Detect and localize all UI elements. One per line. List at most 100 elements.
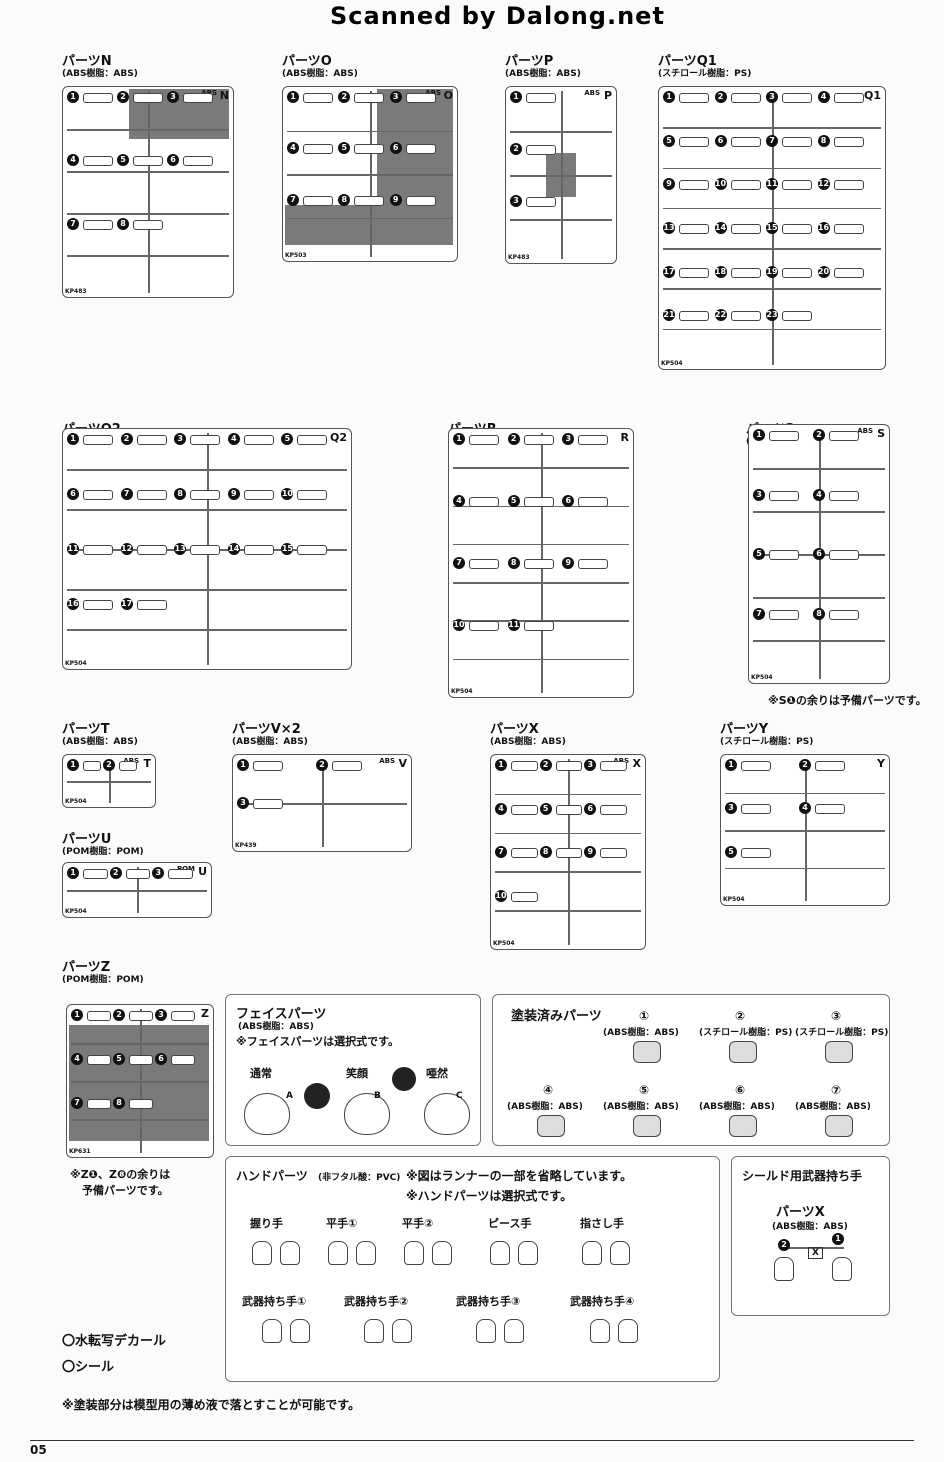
- runner-code: KP504: [493, 940, 515, 947]
- part-piece: [511, 848, 538, 858]
- painted-item-material: (ABS樹脂：ABS): [699, 1102, 775, 1112]
- hand-piece: [504, 1319, 524, 1343]
- part-piece: [730, 180, 761, 191]
- runner-u: UPOMKP504123: [62, 862, 212, 918]
- runner-letter: V: [398, 757, 407, 770]
- runner-code: KP504: [65, 908, 87, 915]
- part-piece: [829, 431, 859, 441]
- shield-panel-material: (ABS樹脂：ABS): [772, 1222, 848, 1232]
- part-material-p: (ABS樹脂：ABS): [505, 69, 581, 79]
- part-number: 2: [103, 759, 115, 771]
- part-number: 15: [766, 222, 778, 234]
- shield-part-number: 2: [778, 1239, 790, 1251]
- part-piece: [136, 545, 167, 555]
- part-number: 1: [510, 91, 522, 103]
- part-piece: [136, 490, 167, 500]
- part-number: 8: [507, 557, 520, 569]
- painted-item-piece: [729, 1115, 757, 1137]
- part-piece: [297, 435, 328, 445]
- shield-part-number: 1: [832, 1233, 844, 1245]
- part-piece: [303, 93, 333, 103]
- hand-panel-note2: ※ハンドパーツは選択式です。: [406, 1189, 573, 1203]
- hand-piece: [364, 1319, 384, 1343]
- part-material-t: (ABS樹脂：ABS): [62, 737, 138, 747]
- part-number: 10: [453, 619, 465, 631]
- part-number: 9: [227, 488, 240, 500]
- part-piece: [405, 144, 436, 155]
- s-spare-note: ※S❶の余りは予備パーツです。: [768, 694, 927, 707]
- hand-label: 平手①: [326, 1217, 358, 1230]
- hand-piece: [290, 1319, 310, 1343]
- part-number: 8: [817, 134, 830, 147]
- part-number: 6: [155, 1053, 167, 1065]
- shield-panel-part: パーツX: [776, 1205, 825, 1220]
- hand-label: 武器持ち手③: [456, 1295, 521, 1308]
- part-piece: [578, 559, 609, 569]
- part-piece: [136, 435, 167, 445]
- part-number: 4: [813, 488, 825, 501]
- part-piece: [730, 224, 761, 234]
- part-piece: [523, 621, 554, 631]
- part-material-z: (POM樹脂：POM): [62, 975, 144, 985]
- painted-item-piece: [537, 1115, 565, 1137]
- part-title-y: パーツY: [720, 722, 769, 737]
- page-rule: [30, 1440, 914, 1441]
- part-piece: [555, 848, 583, 858]
- part-number: 15: [281, 543, 294, 555]
- hand-piece: [582, 1241, 602, 1265]
- hand-piece: [280, 1241, 300, 1265]
- face-label-stunned: 唖然: [426, 1067, 448, 1080]
- hand-piece: [404, 1241, 424, 1265]
- runner-code: KP483: [508, 254, 530, 261]
- part-title-x: パーツX: [490, 722, 539, 737]
- part-number: 1: [67, 867, 79, 879]
- part-number: 7: [766, 134, 778, 147]
- painted-item-material: (ABS樹脂：ABS): [603, 1102, 679, 1112]
- face-tag-c: C: [456, 1091, 463, 1101]
- hand-piece: [518, 1241, 538, 1265]
- watermark: Scanned by Dalong.net: [330, 2, 665, 30]
- part-number: 3: [167, 91, 179, 103]
- part-piece: [354, 93, 385, 103]
- part-number: 3: [725, 802, 737, 815]
- part-piece: [730, 311, 761, 322]
- runner-code: KP439: [235, 842, 257, 849]
- face-stunned: [424, 1093, 470, 1135]
- part-title-z: パーツZ: [62, 960, 111, 975]
- part-number: 8: [338, 193, 351, 206]
- part-piece: [782, 93, 812, 103]
- part-number: 2: [109, 867, 122, 879]
- part-piece: [526, 145, 556, 155]
- part-piece: [190, 490, 221, 500]
- runner-n: NABSKP48312345678: [62, 86, 234, 298]
- part-number: 5: [663, 134, 675, 147]
- part-piece: [555, 761, 583, 771]
- part-piece: [782, 136, 812, 147]
- shield-hand-left: [774, 1257, 794, 1281]
- hand-panel-note1: ※図はランナーの一部を省略しています。: [406, 1169, 633, 1183]
- part-piece: [297, 545, 328, 555]
- part-number: 7: [71, 1097, 83, 1109]
- runner-material-tag: ABS: [379, 757, 395, 765]
- runner-code: KP504: [65, 798, 87, 805]
- sprue-line: [140, 1009, 142, 1153]
- part-material-y: (スチロール樹脂：PS): [720, 737, 814, 747]
- part-piece: [129, 1099, 153, 1109]
- hand-piece: [392, 1319, 412, 1343]
- part-piece: [782, 180, 812, 191]
- part-number: 16: [67, 598, 79, 610]
- part-piece: [133, 93, 163, 103]
- part-piece: [332, 761, 362, 771]
- part-piece: [741, 804, 771, 815]
- decal-label: 〇水転写デカール: [62, 1334, 167, 1349]
- part-piece: [183, 156, 213, 167]
- part-piece: [829, 609, 859, 620]
- part-piece: [243, 490, 274, 500]
- face-panel-material: (ABS樹脂：ABS): [238, 1022, 314, 1032]
